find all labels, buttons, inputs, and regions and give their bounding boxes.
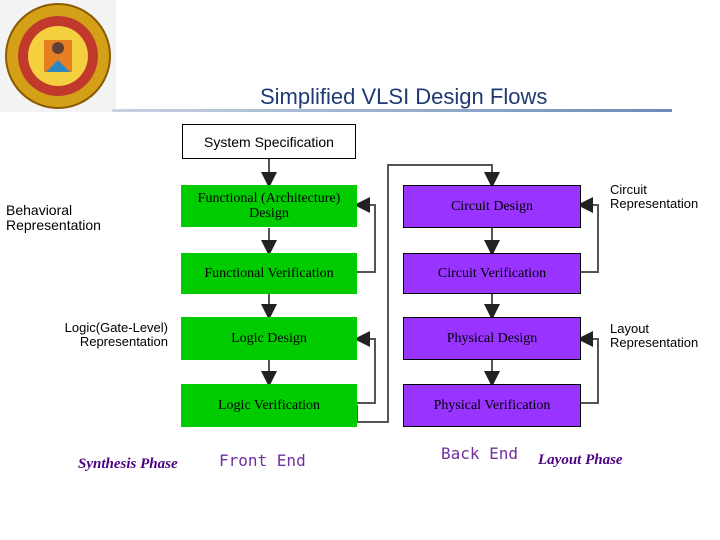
circuit-verification-box: Circuit Verification	[403, 253, 581, 294]
back-end-label: Back End	[441, 444, 519, 463]
physical-design-box: Physical Design	[403, 317, 581, 360]
page-title: Simplified VLSI Design Flows	[260, 84, 548, 109]
title-underline	[112, 109, 672, 112]
functional-design-box: Functional (Architecture) Design	[181, 185, 357, 227]
college-logo	[0, 0, 116, 112]
layout-representation-label: Layout Representation	[610, 321, 699, 351]
physical-verification-box: Physical Verification	[403, 384, 581, 427]
logic-gate-representation-label: Logic(Gate-Level) Representation	[64, 320, 168, 350]
behavioral-representation-label: Behavioral Representation	[6, 202, 101, 234]
synthesis-phase-label: Synthesis Phase	[78, 456, 178, 472]
logic-verification-box: Logic Verification	[181, 384, 357, 427]
layout-phase-label: Layout Phase	[538, 452, 623, 468]
circuit-representation-label: Circuit Representation	[610, 182, 699, 212]
functional-verification-box: Functional Verification	[181, 253, 357, 294]
circuit-design-box: Circuit Design	[403, 185, 581, 228]
system-specification-box: System Specification	[182, 124, 356, 159]
college-seal-icon	[5, 3, 111, 109]
front-end-label: Front End	[219, 451, 306, 470]
logic-design-box: Logic Design	[181, 317, 357, 360]
